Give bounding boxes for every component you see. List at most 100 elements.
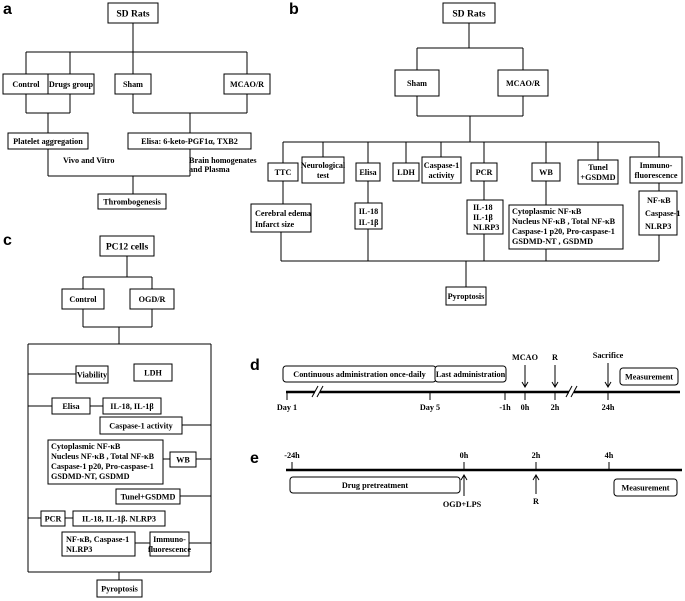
panel-d-label: d [250,357,260,374]
c-pcr-text: PCR [45,515,62,524]
b-caspase-activity-text-1: Caspase-1 [424,161,459,170]
b-pyroptosis-box [445,286,487,306]
a-elisa-text: Elisa: 6-keto-PGF1α, TXB2 [141,137,238,146]
b-tunel-box [577,159,619,185]
panel-c-label: c [3,232,12,249]
b-wb-result-1: Cytoplasmic NF-κB [512,207,582,216]
c-control-text: Control [69,295,97,304]
c-pyroptosis-text: Pyroptosis [101,585,138,594]
b-edema-text-2: Infarct size [255,220,295,229]
b-tunel-text-2: +GSDMD [580,173,615,182]
c-ldh-box [133,363,173,382]
b-sd-rats-text: SD Rats [452,9,486,20]
c-elisa-result-box [102,397,162,415]
c-pcr-result-box [72,510,166,527]
b-edema-text-1: Cerebral edema [255,209,311,218]
b-if-result-2: Caspase-1 [645,209,680,218]
b-sham-box [394,69,440,97]
panel-b-label: b [289,1,299,18]
b-immuno-text-2: fluorescence [634,171,677,180]
c-ldh-text: LDH [144,369,162,378]
a-drugs-group-text: Drugs group [49,80,94,89]
b-neuro-box [301,156,345,184]
c-ogd-text: OGD/R [139,295,166,304]
d-day1-text: Day 1 [277,403,297,412]
a-sham-text: Sham [123,80,143,89]
c-elisa-box [51,397,91,415]
a-plasma-text: and Plasma [189,165,230,174]
d-24h-text: 24h [602,403,615,412]
c-elisa-text: Elisa [62,402,79,411]
c-immuno-text-2: fluorescence [148,545,191,554]
b-immuno-text-1: Immuno- [640,161,673,170]
c-wb-result-box [47,439,164,485]
c-if-result-box [61,531,136,557]
c-pyroptosis-box [96,579,143,598]
c-pc12-text: PC12 cells [106,242,149,253]
d-last-admin-text: Last administration [436,370,506,379]
e-2h-text: 2h [532,451,541,460]
d-axis-break-2 [565,385,578,398]
a-thrombogenesis-box [97,193,167,210]
b-pcr-result-2: IL-1β [473,213,493,222]
e-drug-pretreatment-box [289,476,461,494]
c-wb-text: WB [176,456,190,465]
c-wb-result-2: Nucleus NF-κB , Total NF-κB [51,452,155,461]
b-neuro-text-2: test [317,171,330,180]
b-elisa-text: Elisa [359,168,376,177]
b-mcao-text: MCAO/R [506,79,540,88]
b-pcr-result-3: NLRP3 [473,223,499,232]
b-edema-box [250,203,312,233]
d-last-admin-box [434,365,507,383]
b-wb-result-4: GSDMD-NT , GSDMD [512,237,593,246]
c-caspase-activity-box [99,416,183,435]
c-caspase-activity-text: Caspase-1 activity [109,422,173,431]
b-elisa-result-box [354,202,383,230]
d-sacrifice-text: Sacrifice [593,351,624,360]
a-brain-homogenates-text: Brain homogenates [189,156,257,165]
panel-e: e -24h 0h 2h 4h Drug pretreatment Measur… [250,450,682,509]
c-if-result-2: NLRP3 [66,545,92,554]
b-pcr-result-1: IL-18 [473,203,493,212]
c-wb-result-4: GSDMD-NT, GSDMD [51,472,130,481]
c-wb-box [169,451,197,468]
b-wb-result-3: Caspase-1 p20, Pro-caspase-1 [512,227,615,236]
b-ldh-text: LDH [397,168,415,177]
b-sham-text: Sham [407,79,427,88]
b-pyroptosis-text: Pyroptosis [448,292,485,301]
e-measurement-text: Measurement [621,484,669,493]
d-m1h-text: -1h [499,403,511,412]
e-ogd-lps-text: OGD+LPS [443,500,482,509]
c-viability-box [75,365,109,384]
b-wb-result-2: Nucleus NF-κB , Total NF-κB [512,217,616,226]
b-neuro-text-1: Neurological [301,161,346,170]
panel-a-label: a [3,1,12,18]
d-measurement-text: Measurement [625,373,673,382]
b-caspase-activity-box [421,156,462,184]
d-measurement-box [619,367,679,386]
b-wb-result-box [508,204,624,250]
e-0h-text: 0h [460,451,469,460]
c-pcr-result-text: IL-18, IL-1β. NLRP3 [82,515,156,524]
c-immuno-text-1: Immuno- [153,535,186,544]
a-control-text: Control [12,80,40,89]
b-if-result-3: NLRP3 [645,222,671,231]
c-immuno-box [149,531,190,557]
d-2h-text: 2h [551,403,560,412]
panel-e-label: e [250,450,259,467]
panel-c: c PC12 cells Control OGD/R [3,232,212,598]
e-r-text: R [533,497,539,506]
a-drugs-group-box [47,73,95,95]
c-viability-text: Viability [77,371,108,380]
d-continuous-text: Continuous administration once-daily [293,370,426,379]
c-pcr-box [40,510,66,527]
b-elisa-result-2: IL-1β [359,218,379,227]
e-m24h-text: -24h [284,451,300,460]
b-caspase-activity-text-2: activity [429,171,456,180]
a-vivo-vitro-text: Vivo and Vitro [63,156,114,165]
b-elisa-result-1: IL-18 [359,207,379,216]
c-wb-result-1: Cytoplasmic NF-κB [51,442,121,451]
panel-b: b SD Rats Sham MCAO/R TTC Neurological t… [250,1,683,306]
b-wb-text: WB [539,168,553,177]
